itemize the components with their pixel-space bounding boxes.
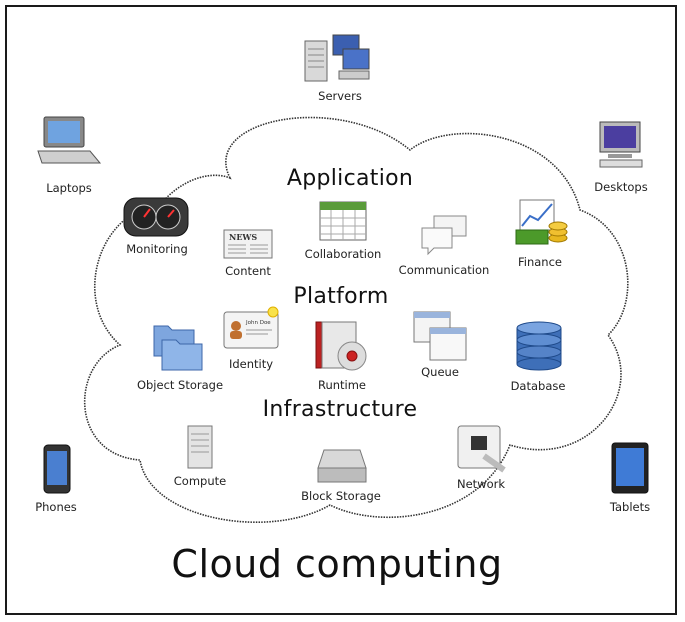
phones-label: Phones (35, 500, 77, 514)
calendar-icon (319, 201, 367, 241)
laptops-label: Laptops (46, 181, 92, 195)
network-jack-icon (457, 425, 506, 473)
infrastructure-heading: Infrastructure (262, 397, 418, 422)
laptop-icon (37, 116, 102, 164)
monitoring-icon (123, 197, 189, 237)
application-heading: Application (286, 166, 414, 191)
runtime-icon (315, 321, 367, 371)
communication-label: Communication (398, 263, 490, 277)
network-label: Network (456, 477, 506, 491)
newspaper-icon: NEWS (223, 229, 273, 259)
desktop-icon (599, 121, 643, 168)
tablet-icon (611, 442, 649, 494)
hard-drive-icon (317, 449, 367, 483)
chat-bubbles-icon (421, 215, 467, 256)
diagram-frame (5, 5, 677, 615)
svg-text:John Doe: John Doe (245, 320, 271, 326)
folders-icon (153, 325, 203, 371)
platform-heading: Platform (293, 284, 389, 309)
finance-icon (515, 199, 568, 245)
compute-server-icon (187, 425, 213, 469)
tablets-label: Tablets (609, 500, 651, 514)
diagram-title: Cloud computing (171, 542, 503, 586)
svg-text:NEWS: NEWS (229, 232, 257, 242)
block-storage-label: Block Storage (301, 489, 381, 503)
collaboration-label: Collaboration (304, 247, 382, 261)
identity-label: Identity (228, 357, 274, 371)
runtime-label: Runtime (317, 378, 367, 392)
queue-icon (413, 311, 467, 361)
database-icon (516, 321, 562, 371)
compute-label: Compute (173, 474, 227, 488)
database-label: Database (510, 379, 566, 393)
object-storage-label: Object Storage (136, 378, 224, 392)
content-label: Content (225, 264, 271, 278)
queue-label: Queue (421, 365, 459, 379)
monitoring-label: Monitoring (126, 242, 188, 256)
phone-icon (43, 444, 71, 494)
servers-icon (304, 34, 370, 82)
id-badge-icon: John Doe (223, 306, 279, 349)
finance-label: Finance (518, 255, 562, 269)
desktops-label: Desktops (594, 180, 648, 194)
servers-label: Servers (318, 89, 362, 103)
